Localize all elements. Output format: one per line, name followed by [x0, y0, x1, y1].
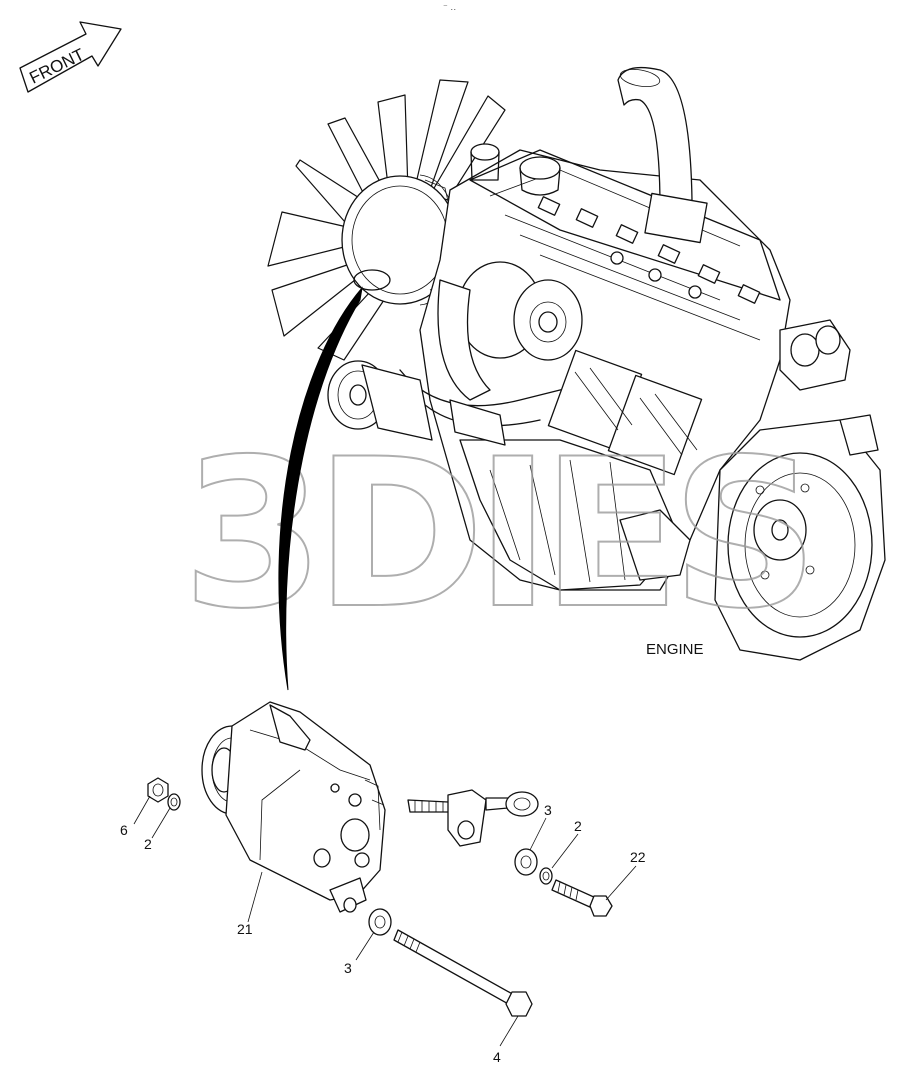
engine-assembly: [267, 66, 886, 661]
callout-2: 2: [574, 818, 582, 834]
callout-6: 6: [120, 822, 128, 838]
fan-icon: [267, 79, 506, 361]
location-leader-arrow: [278, 286, 363, 691]
turbocharger: [437, 261, 583, 401]
spring-washer-icon: [167, 793, 181, 811]
flywheel: [714, 414, 886, 661]
watermark: 3DIES: [182, 416, 809, 654]
callout-4: 4: [493, 1049, 501, 1065]
callout-2: 2: [144, 836, 152, 852]
engine-label: ENGINE: [646, 641, 704, 658]
callout-3: 3: [544, 802, 552, 818]
ac-compressor: [327, 360, 433, 441]
long-bolt-icon: [393, 929, 533, 1017]
injectors: [537, 196, 761, 304]
adjusting-link: [407, 789, 539, 847]
top-mark: ⁻ ‥: [443, 2, 457, 12]
callout-leaders: [133, 795, 637, 1047]
spring-washer-icon: [539, 867, 553, 885]
nut-icon: [147, 777, 169, 803]
callout-3: 3: [344, 960, 352, 976]
flat-washer-icon: [514, 848, 538, 876]
flat-washer-icon: [368, 908, 392, 936]
front-arrow-icon: FRONT: [19, 21, 122, 93]
callout-22: 22: [630, 849, 646, 865]
alternator: [201, 701, 386, 913]
callout-21: 21: [237, 921, 253, 937]
short-bolt-icon: [551, 879, 613, 917]
